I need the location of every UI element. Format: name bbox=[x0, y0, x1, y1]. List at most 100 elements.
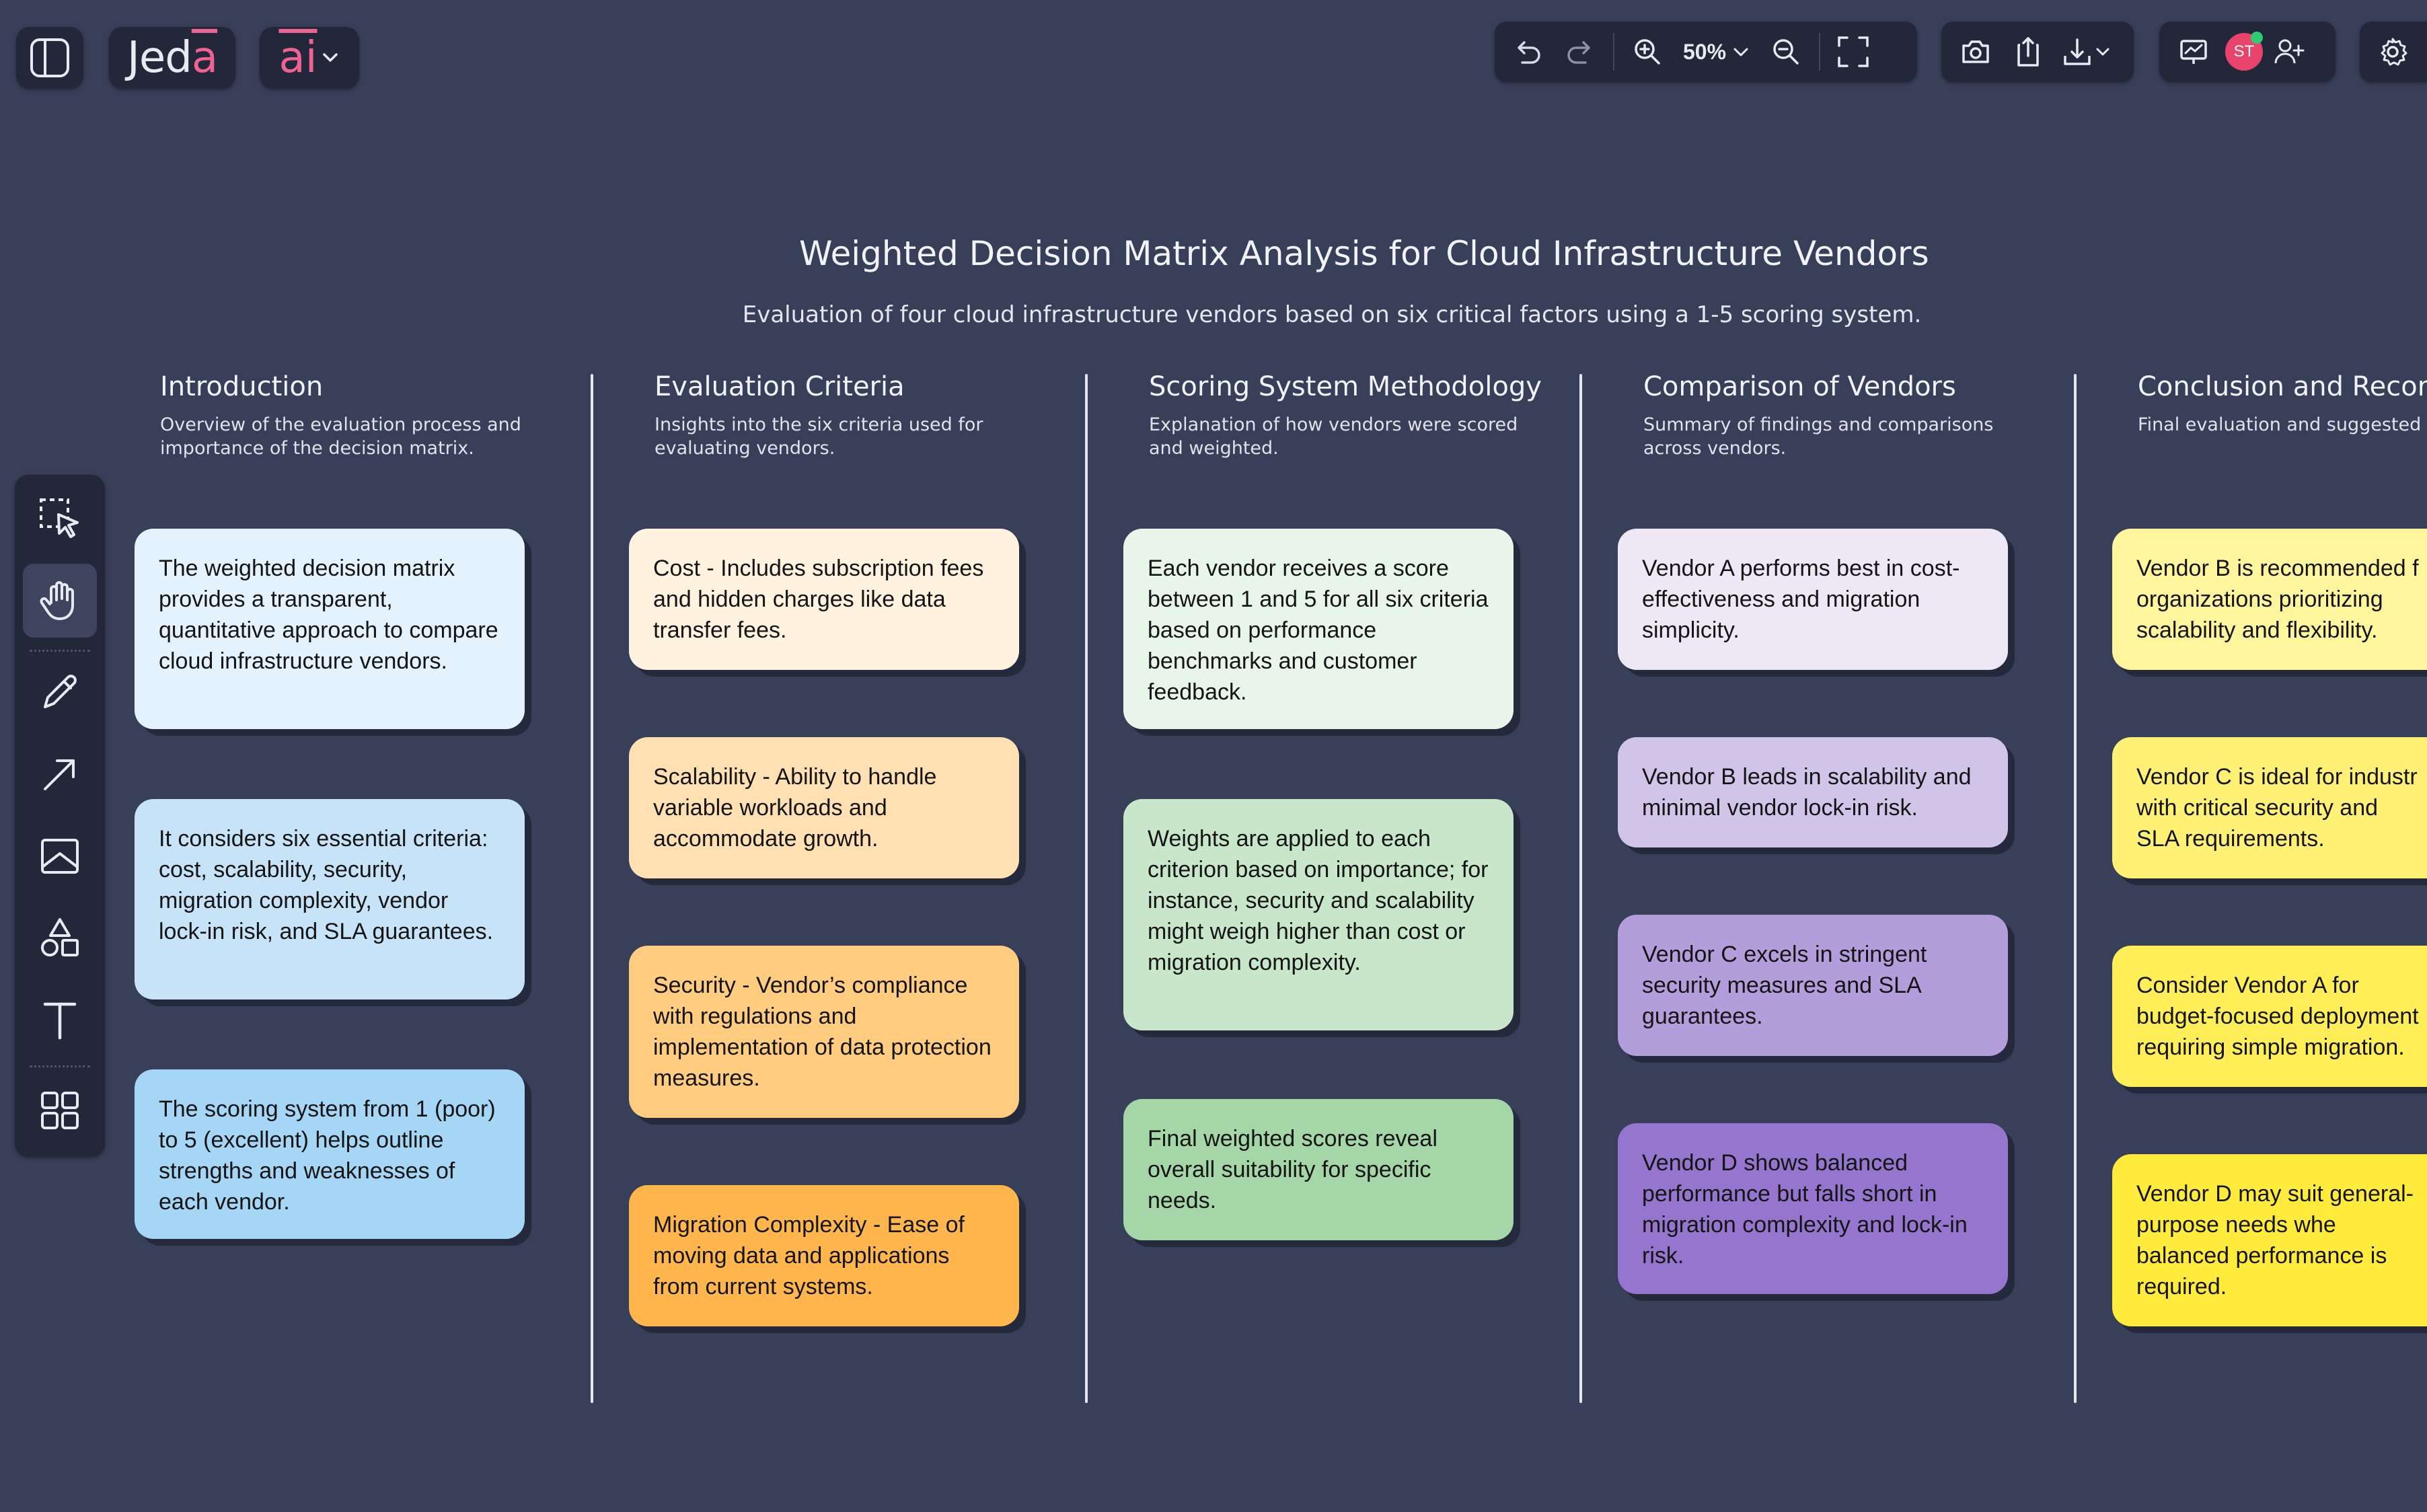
logo-text: Jeda bbox=[126, 33, 218, 83]
redo-button[interactable] bbox=[1554, 26, 1606, 78]
sticky-note[interactable]: The scoring system from 1 (poor) to 5 (e… bbox=[135, 1069, 525, 1239]
toolbar-divider bbox=[1613, 33, 1614, 71]
shapes-tool-button[interactable] bbox=[23, 901, 97, 975]
sticky-note[interactable]: The weighted decision matrix provides a … bbox=[135, 529, 525, 729]
column-heading: Comparison of Vendors bbox=[1643, 371, 1956, 402]
sticky-note-text: Security - Vendor’s compliance with regu… bbox=[653, 973, 992, 1091]
sticky-note-text: Final weighted scores reveal overall sui… bbox=[1148, 1126, 1437, 1213]
upload-icon bbox=[2017, 37, 2039, 67]
column-heading: Scoring System Methodology bbox=[1149, 371, 1542, 402]
image-tool-button[interactable] bbox=[23, 819, 97, 893]
sticky-note[interactable]: Vendor C is ideal for industr with criti… bbox=[2112, 737, 2427, 878]
gear-icon bbox=[2381, 38, 2407, 66]
sticky-note-text: Vendor B leads in scalability and minima… bbox=[1642, 764, 1972, 821]
pencil-tool-button[interactable] bbox=[23, 655, 97, 729]
sticky-note-text: Scalability - Ability to handle variable… bbox=[653, 764, 937, 852]
drawing-tools-rail bbox=[15, 475, 105, 1157]
sticky-note[interactable]: Cost - Includes subscription fees and hi… bbox=[629, 529, 1019, 670]
zoom-in-button[interactable] bbox=[1621, 26, 1674, 78]
ai-menu-button[interactable]: ai bbox=[260, 27, 359, 89]
column-header-comparison[interactable]: Comparison of Vendors Summary of finding… bbox=[1643, 371, 2020, 460]
toolbar-divider bbox=[1819, 33, 1821, 71]
sidebar-panel-icon bbox=[30, 38, 69, 77]
text-tool-button[interactable] bbox=[23, 983, 97, 1057]
screenshot-button[interactable] bbox=[1949, 26, 2002, 78]
chevron-down-icon bbox=[2096, 48, 2109, 56]
undo-button[interactable] bbox=[1501, 26, 1554, 78]
sticky-note-text: It considers six essential criteria: cos… bbox=[159, 826, 494, 944]
sticky-note[interactable]: Security - Vendor’s compliance with regu… bbox=[629, 946, 1019, 1118]
sticky-note[interactable]: It considers six essential criteria: cos… bbox=[135, 799, 525, 999]
download-button[interactable] bbox=[2054, 26, 2116, 78]
sticky-note-text: The scoring system from 1 (poor) to 5 (e… bbox=[159, 1096, 496, 1215]
sticky-note[interactable]: Vendor A performs best in cost-effective… bbox=[1618, 529, 2008, 670]
add-user-icon bbox=[2274, 39, 2305, 64]
column-divider bbox=[591, 374, 593, 1403]
presentation-icon bbox=[2180, 40, 2207, 64]
settings-button[interactable] bbox=[2366, 26, 2419, 78]
fullscreen-icon bbox=[1838, 36, 1869, 67]
sticky-note-text: Vendor C excels in stringent security me… bbox=[1642, 942, 1927, 1029]
sticky-note[interactable]: Weights are applied to each criterion ba… bbox=[1123, 799, 1514, 1030]
zoom-out-button[interactable] bbox=[1760, 26, 1812, 78]
column-description: Summary of findings and comparisons acro… bbox=[1643, 414, 1994, 459]
history-zoom-group: 50% bbox=[1495, 22, 1917, 82]
sticky-note[interactable]: Migration Complexity - Ease of moving da… bbox=[629, 1185, 1019, 1326]
column-description: Overview of the evaluation process and i… bbox=[160, 414, 521, 459]
column-header-introduction[interactable]: Introduction Overview of the evaluation … bbox=[160, 371, 537, 460]
chevron-down-icon bbox=[1733, 48, 1748, 56]
column-divider bbox=[1579, 374, 1582, 1403]
shapes-icon bbox=[41, 918, 79, 956]
sticky-note-text: Each vendor receives a score between 1 a… bbox=[1148, 556, 1489, 705]
rail-divider bbox=[30, 650, 90, 652]
image-icon bbox=[41, 839, 79, 874]
sticky-note[interactable]: Vendor C excels in stringent security me… bbox=[1618, 915, 2008, 1056]
zoom-level-dropdown[interactable]: 50% bbox=[1674, 40, 1760, 65]
download-icon bbox=[2064, 38, 2091, 65]
sticky-note[interactable]: Scalability - Ability to handle variable… bbox=[629, 737, 1019, 878]
sticky-note[interactable]: Final weighted scores reveal overall sui… bbox=[1123, 1099, 1514, 1240]
invite-user-button[interactable] bbox=[2268, 26, 2309, 78]
fit-to-screen-button[interactable] bbox=[1827, 26, 1879, 78]
user-avatar[interactable]: ST bbox=[2225, 32, 2263, 71]
arrow-icon bbox=[44, 759, 75, 790]
presentation-button[interactable] bbox=[2167, 26, 2220, 78]
sticky-note[interactable]: Vendor D shows balanced performance but … bbox=[1618, 1123, 2008, 1294]
text-icon bbox=[43, 1002, 77, 1040]
arrow-tool-button[interactable] bbox=[23, 737, 97, 811]
column-description: Final evaluation and suggested ch based … bbox=[2138, 414, 2427, 435]
sticky-note-text: Consider Vendor A for budget-focused dep… bbox=[2136, 973, 2419, 1060]
sticky-note[interactable]: Consider Vendor A for budget-focused dep… bbox=[2112, 946, 2427, 1087]
column-header-evaluation-criteria[interactable]: Evaluation Criteria Insights into the si… bbox=[655, 371, 1031, 460]
app-logo[interactable]: Jeda bbox=[109, 27, 235, 89]
share-button[interactable] bbox=[2002, 26, 2054, 78]
zoom-in-icon bbox=[1635, 39, 1660, 65]
sticky-note-text: Vendor A performs best in cost-effective… bbox=[1642, 556, 1960, 643]
hand-icon bbox=[40, 581, 74, 620]
sticky-note[interactable]: Vendor D may suit general-purpose needs … bbox=[2112, 1154, 2427, 1326]
column-header-conclusion[interactable]: Conclusion and Recomm Final evaluation a… bbox=[2138, 371, 2427, 437]
undo-icon bbox=[1518, 41, 1540, 64]
chevron-down-icon bbox=[322, 53, 338, 62]
sidebar-toggle-button[interactable] bbox=[16, 27, 83, 89]
sticky-note-text: Vendor C is ideal for industr with criti… bbox=[2136, 764, 2418, 852]
column-divider bbox=[2074, 374, 2077, 1403]
column-description: Explanation of how vendors were scored a… bbox=[1149, 414, 1518, 459]
redo-icon bbox=[1567, 41, 1590, 64]
sticky-note-text: Vendor D shows balanced performance but … bbox=[1642, 1150, 1968, 1269]
export-group bbox=[1941, 22, 2134, 82]
board-title[interactable]: Weighted Decision Matrix Analysis for Cl… bbox=[799, 234, 1929, 273]
sticky-note[interactable]: Vendor B leads in scalability and minima… bbox=[1618, 737, 2008, 847]
rail-divider bbox=[30, 1065, 90, 1067]
column-heading: Evaluation Criteria bbox=[655, 371, 905, 402]
column-heading: Conclusion and Recomm bbox=[2138, 371, 2427, 402]
sticky-note[interactable]: Vendor B is recommended f organizations … bbox=[2112, 529, 2427, 670]
sticky-note[interactable]: Each vendor receives a score between 1 a… bbox=[1123, 529, 1514, 729]
user-initials: ST bbox=[2233, 42, 2255, 61]
hand-tool-button[interactable] bbox=[23, 564, 97, 638]
board-subtitle[interactable]: Evaluation of four cloud infrastructure … bbox=[742, 301, 1922, 328]
select-tool-button[interactable] bbox=[23, 482, 97, 556]
templates-tool-button[interactable] bbox=[23, 1073, 97, 1147]
sticky-note-text: Weights are applied to each criterion ba… bbox=[1148, 826, 1489, 975]
column-header-scoring-methodology[interactable]: Scoring System Methodology Explanation o… bbox=[1149, 371, 1542, 460]
